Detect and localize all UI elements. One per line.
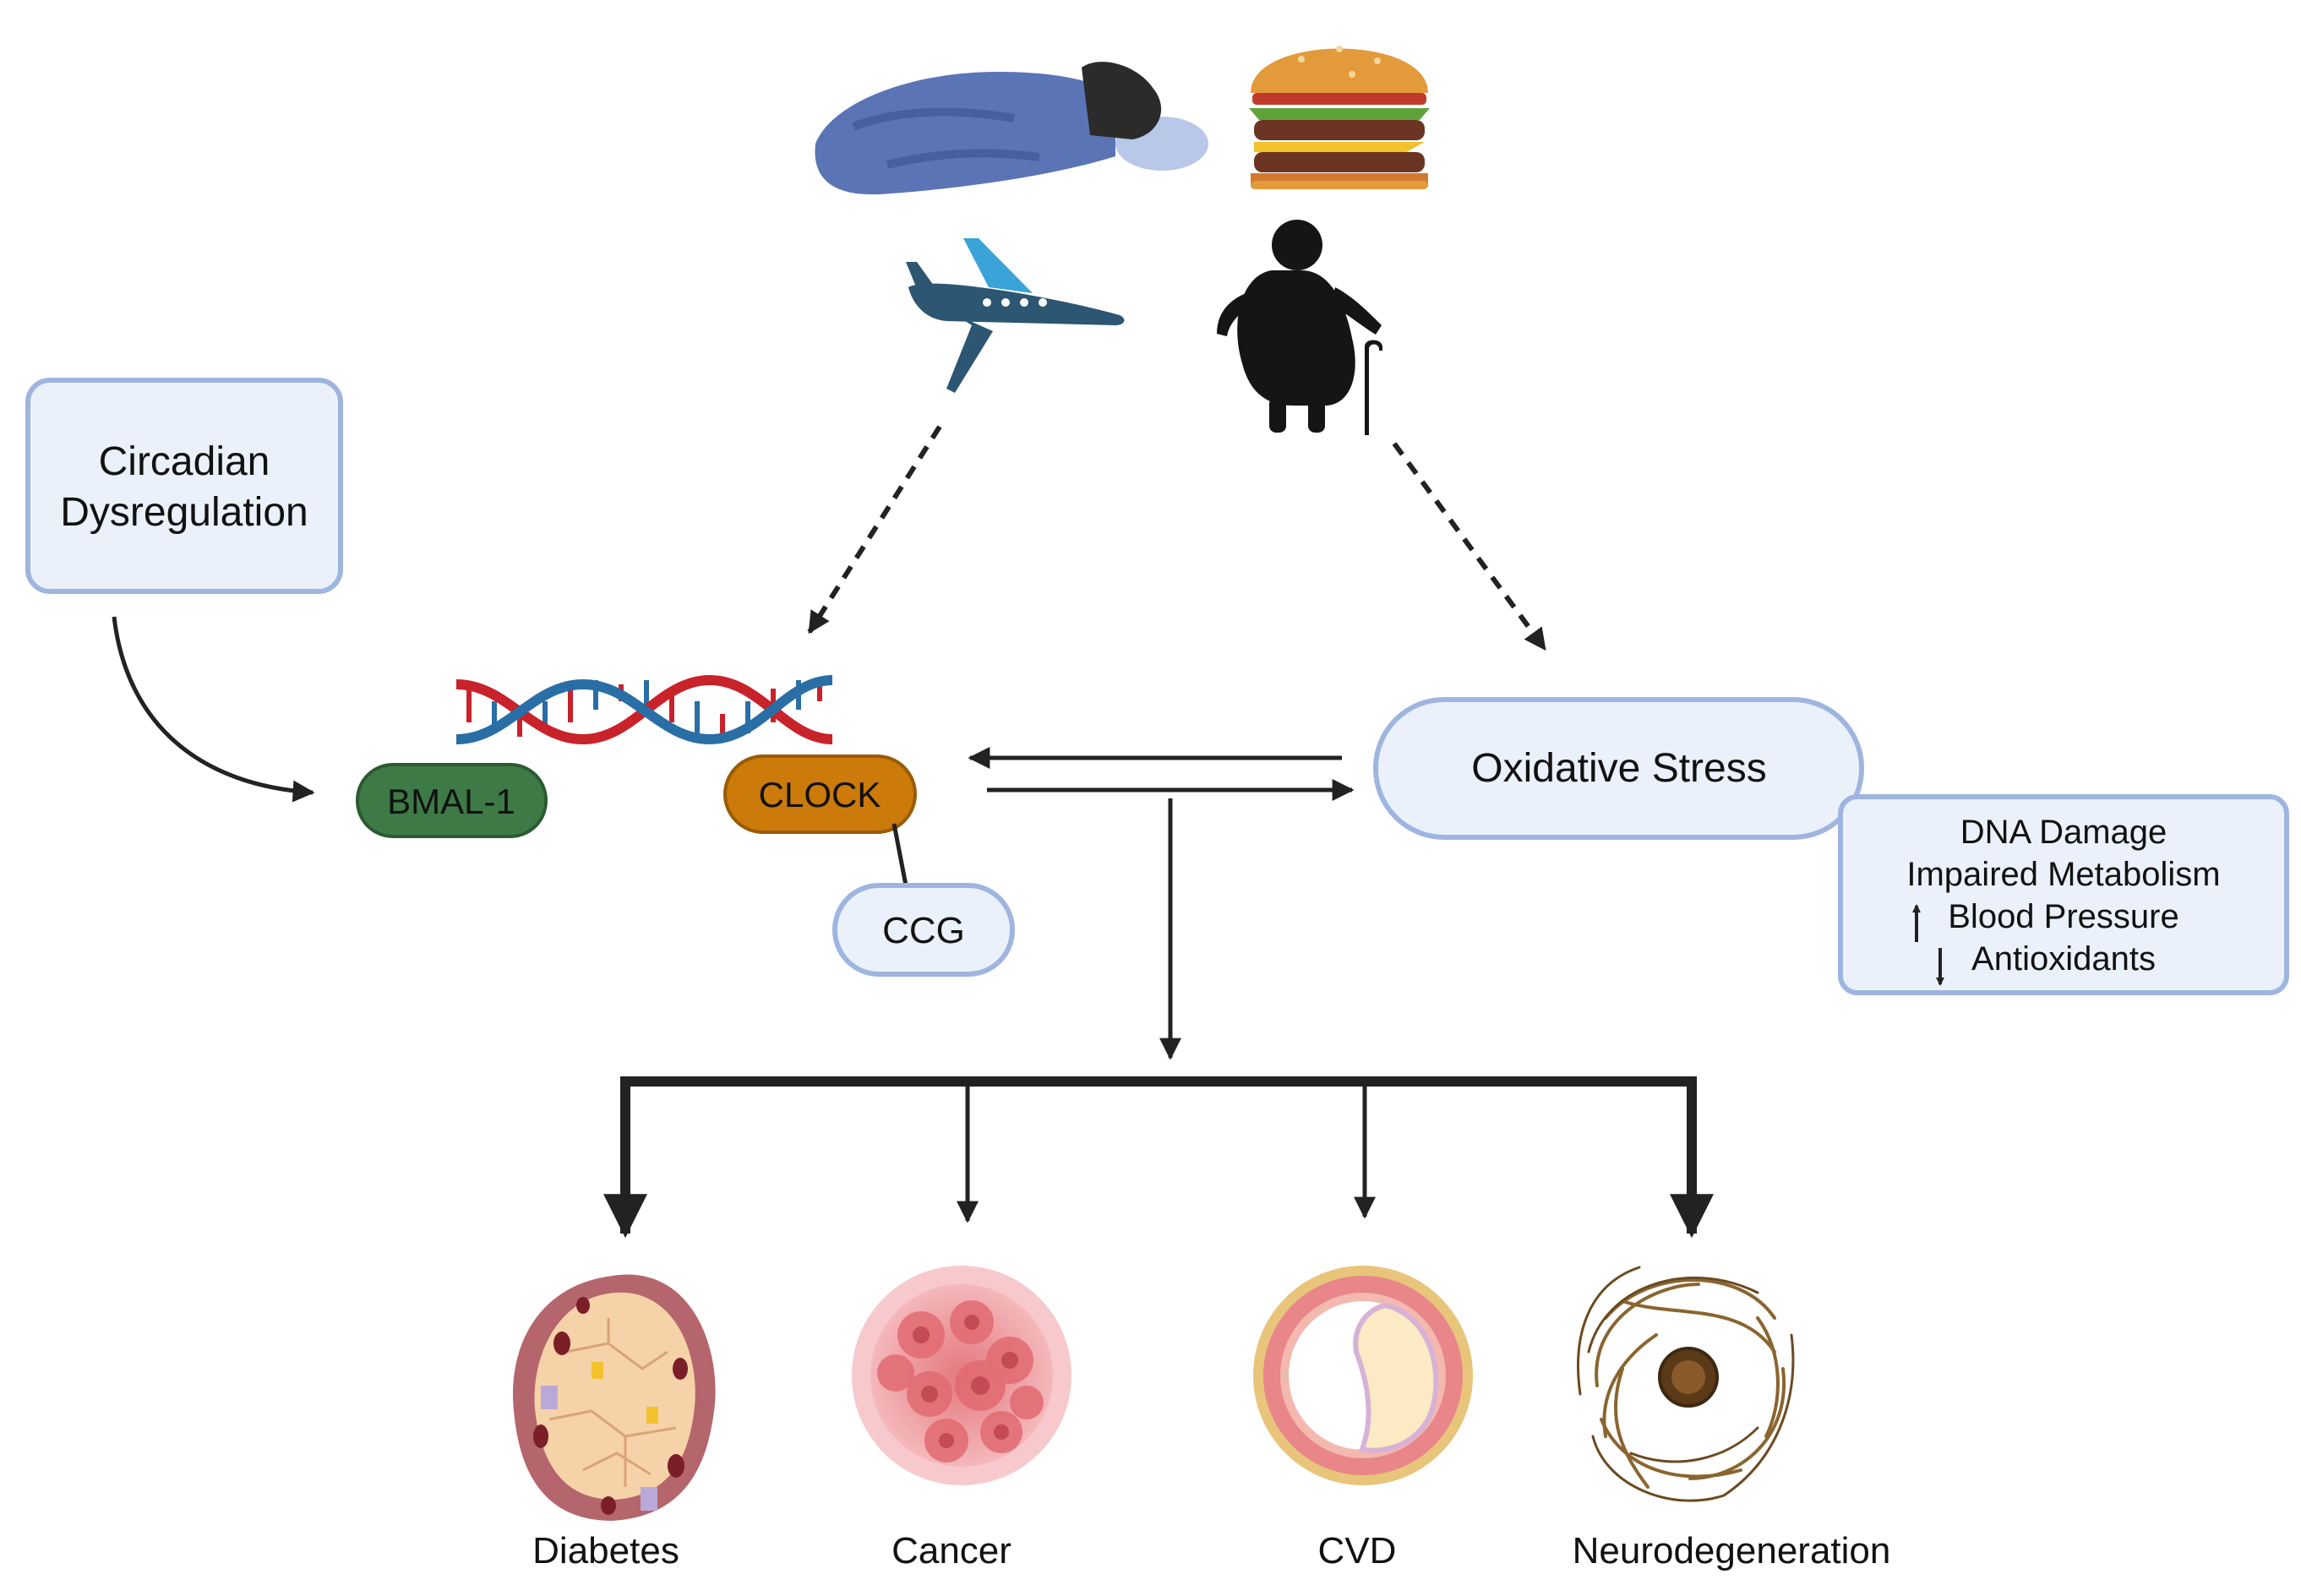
disease-label-cancer: Cancer [892, 1530, 1011, 1571]
clock-label: CLOCK [759, 775, 881, 814]
effect-blood-pressure: Blood Pressure [1948, 898, 2178, 935]
ccg-pill: CCG [832, 883, 1015, 977]
oxidative-stress-label: Oxidative Stress [1471, 746, 1766, 791]
effect-antioxidants: Antioxidants [1971, 940, 2156, 978]
bmal1-label: BMAL-1 [387, 782, 515, 821]
dashed-arrow-to-oxidative-stress [1392, 442, 1547, 651]
circadian-label-line2: Dysregulation [60, 490, 308, 535]
clock-ccg-connector [892, 823, 908, 886]
dashed-arrow-to-clock [807, 425, 942, 635]
circadian-label-line1: Circadian [99, 439, 270, 484]
sleeping-person-icon [815, 62, 1208, 195]
burger-icon [1249, 46, 1430, 189]
effects-box: DNA Damage Impaired Metabolism Blood Pre… [1838, 794, 2289, 995]
oxidative-stress-box: Oxidative Stress [1373, 697, 1864, 840]
airplane-icon [906, 238, 1125, 393]
disease-label-diabetes: Diabetes [532, 1530, 679, 1571]
dna-icon [455, 674, 833, 745]
ccg-label: CCG [882, 910, 965, 951]
artery-plaque-icon [1253, 1266, 1473, 1485]
disease-label-neurodegeneration: Neurodegeneration [1573, 1530, 1891, 1571]
neuron-tangle-icon [1577, 1266, 1795, 1502]
disease-label-cvd: CVD [1318, 1530, 1397, 1571]
circadian-dysregulation-box: Circadian Dysregulation [25, 378, 343, 594]
effect-impaired-metabolism: Impaired Metabolism [1906, 856, 2220, 893]
cancer-cell-icon [852, 1266, 1071, 1485]
effect-dna-damage: DNA Damage [1960, 814, 2167, 851]
clock-pill: CLOCK [723, 754, 917, 834]
bmal1-pill: BMAL-1 [356, 763, 548, 838]
diabetes-islet-icon [512, 1274, 716, 1521]
elderly-person-icon [1217, 220, 1382, 435]
curved-arrow-to-bmal1 [112, 616, 315, 803]
